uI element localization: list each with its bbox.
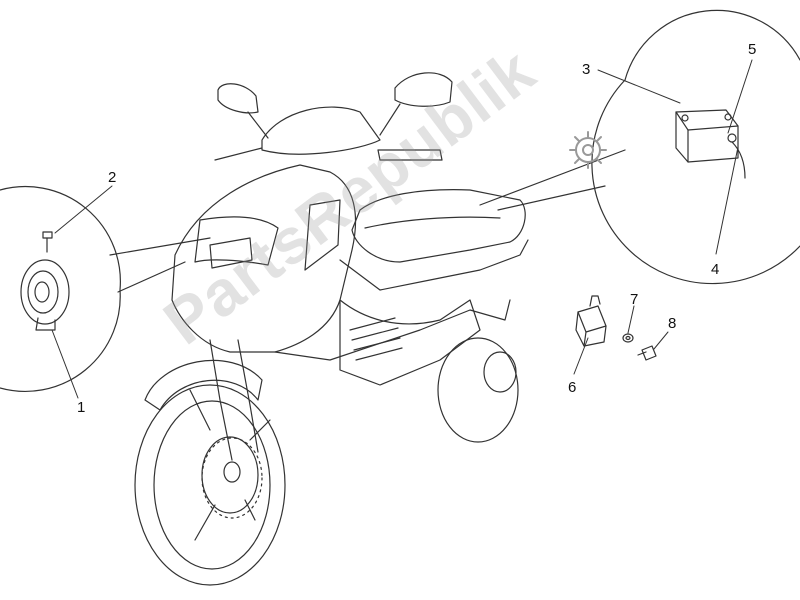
leader-lines — [51, 59, 753, 399]
horn-screw-part — [42, 231, 53, 253]
callout-6: 6 — [568, 379, 577, 396]
battery-cable-part — [727, 133, 746, 179]
horn-part — [20, 259, 70, 331]
horn-detail-circle — [0, 185, 211, 392]
relay-part — [575, 295, 607, 347]
battery-part — [675, 109, 739, 163]
callout-1: 1 — [77, 399, 86, 416]
battery-detail-circle — [479, 9, 800, 285]
gear-icon — [569, 131, 607, 169]
callout-2: 2 — [108, 169, 117, 186]
callout-3: 3 — [582, 61, 591, 78]
washer-part — [622, 333, 634, 343]
callout-5: 5 — [748, 41, 757, 58]
scooter-illustration — [134, 72, 529, 586]
relay-screw-part — [637, 345, 657, 361]
callout-7: 7 — [630, 291, 639, 308]
callout-8: 8 — [668, 315, 677, 332]
callout-4: 4 — [711, 261, 720, 278]
